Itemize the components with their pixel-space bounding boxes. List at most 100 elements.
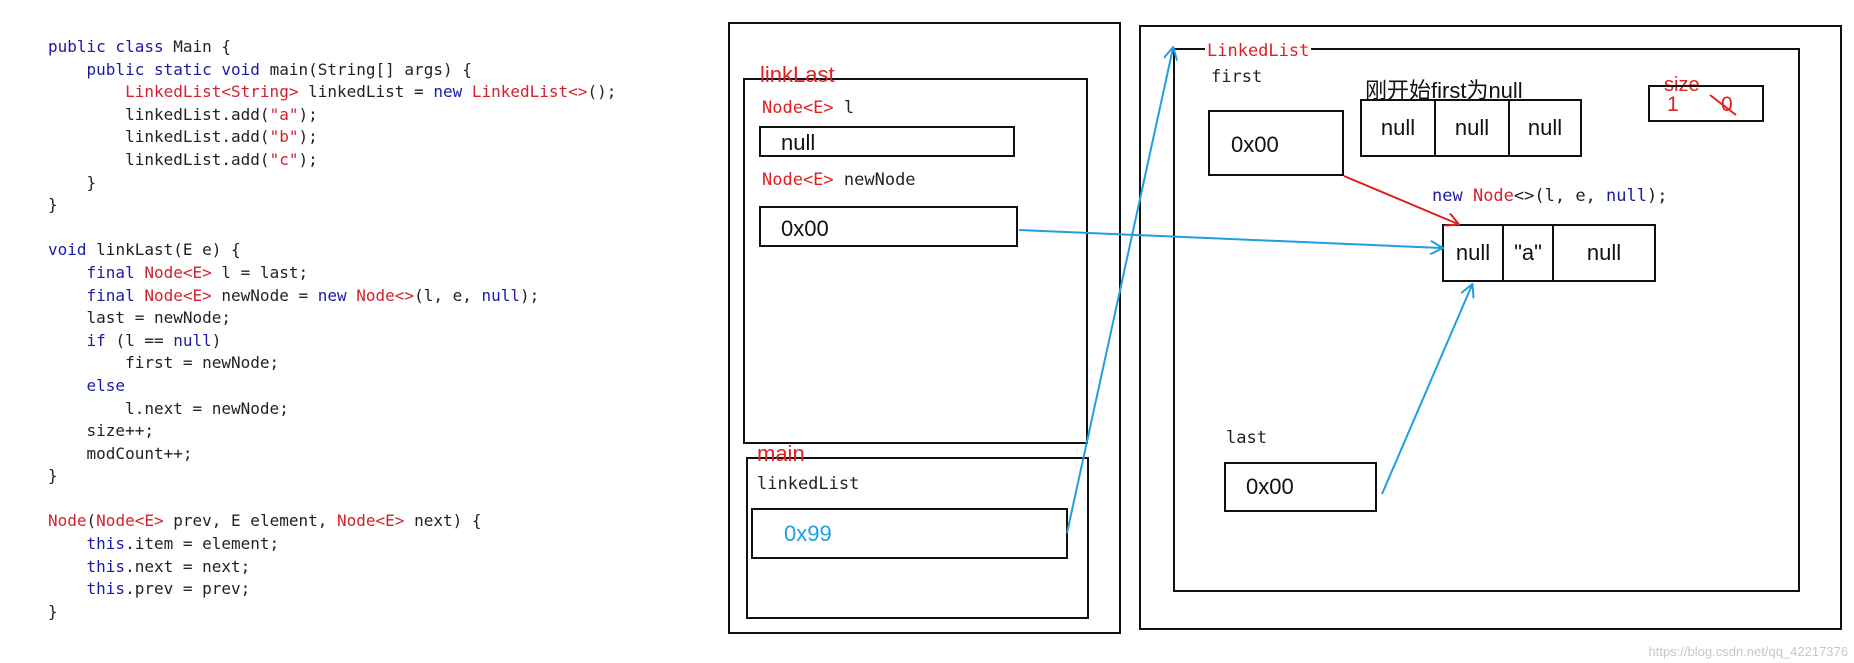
- main-var-value: 0x99: [784, 521, 832, 546]
- expr-token: );: [1646, 186, 1668, 206]
- arrow-main-to-linkedlist: [1066, 48, 1173, 534]
- node-cell: null: [1455, 240, 1491, 265]
- code-line: l.next = newNode;: [48, 398, 616, 421]
- newnode-var-box: 0x00: [759, 206, 1018, 247]
- code-token: Node<E>: [96, 511, 164, 531]
- last-value: 0x00: [1246, 474, 1294, 499]
- code-token: );: [298, 104, 318, 124]
- code-line: void linkLast(E e) {: [48, 239, 616, 262]
- new-node-expr: new Node<>(l, e, null);: [1432, 186, 1667, 206]
- code-line: size++;: [48, 420, 616, 443]
- expr-token: new: [1432, 186, 1473, 206]
- code-token: linkLast(E e) {: [96, 240, 241, 260]
- code-token: );: [298, 127, 318, 147]
- code-token: .next = next;: [125, 556, 251, 576]
- code-token: null: [481, 285, 521, 305]
- expr-token: <>(l, e,: [1513, 186, 1607, 206]
- linklast-frame: [743, 78, 1088, 444]
- expr-token: null: [1606, 186, 1647, 206]
- code-token: linkedList =: [298, 82, 434, 102]
- code-line: final Node<E> l = last;: [48, 262, 616, 285]
- strikethrough-mark: [1709, 94, 1737, 116]
- l-var-box: null: [759, 126, 1015, 157]
- newnode-var-name: newNode: [833, 170, 916, 190]
- code-token: }: [48, 466, 58, 486]
- code-line: public class Main {: [48, 36, 616, 59]
- code-token: null: [173, 330, 212, 350]
- code-line: modCount++;: [48, 443, 616, 466]
- last-box: 0x00: [1224, 462, 1377, 512]
- code-token: size++;: [48, 421, 154, 441]
- linkedlist-object-title: LinkedList: [1205, 41, 1312, 61]
- node-cell: null: [1552, 226, 1654, 280]
- code-token: this: [48, 534, 126, 554]
- code-line: linkedList.add("a");: [48, 104, 616, 127]
- first-label: first: [1211, 67, 1263, 87]
- expr-token: Node: [1472, 186, 1514, 206]
- code-token: l.next = newNode;: [48, 398, 289, 418]
- code-token: public static void: [48, 59, 270, 79]
- code-token: "a": [269, 104, 299, 124]
- l-var-value: null: [781, 130, 816, 155]
- code-token: "c": [269, 149, 299, 169]
- code-token: }: [48, 601, 58, 621]
- code-token: modCount++;: [48, 443, 193, 463]
- code-token: LinkedList<String>: [125, 82, 299, 102]
- code-line: linkedList.add("c");: [48, 149, 616, 172]
- main-frame-title: main: [757, 441, 805, 466]
- code-token: newNode =: [211, 285, 318, 305]
- code-line: final Node<E> newNode = new Node<>(l, e,…: [48, 285, 616, 308]
- code-token: final: [48, 285, 145, 305]
- code-line: last = newNode;: [48, 307, 616, 330]
- code-token: Node<E>: [337, 511, 405, 531]
- code-line: this.prev = prev;: [48, 578, 616, 601]
- newnode-var-label: Node<E> newNode: [762, 170, 916, 190]
- node-cell: "a": [1502, 226, 1552, 280]
- array-cell: null: [1434, 101, 1508, 155]
- code-line: }: [48, 465, 616, 488]
- code-token: Main {: [173, 37, 232, 56]
- last-label: last: [1226, 428, 1267, 448]
- code-token: Node<E>: [144, 285, 212, 305]
- heap-area: [1139, 25, 1842, 630]
- size-old-value: 0: [1721, 93, 1733, 116]
- main-var-box: 0x99: [751, 508, 1068, 559]
- code-token: new: [317, 285, 357, 305]
- main-var-label: linkedList: [757, 474, 860, 494]
- code-token: first = newNode;: [48, 353, 280, 373]
- newnode-var-type: Node<E>: [762, 170, 834, 190]
- arrow-last-to-node: [1381, 285, 1472, 495]
- main-frame: [746, 457, 1089, 619]
- l-var-type: Node<E>: [762, 98, 834, 118]
- code-line: }: [48, 194, 616, 217]
- code-token: .item = element;: [125, 534, 280, 554]
- code-token: this: [48, 556, 126, 576]
- code-token: Node<>: [356, 285, 415, 305]
- code-token: (l, e,: [414, 285, 482, 305]
- code-token: ();: [587, 82, 617, 102]
- l-var-label: Node<E> l: [762, 98, 854, 118]
- array-note: 刚开始first为null: [1365, 78, 1523, 103]
- code-token: if: [48, 330, 116, 350]
- code-line: first = newNode;: [48, 352, 616, 375]
- code-line: public static void main(String[] args) {: [48, 59, 616, 82]
- code-line: this.next = next;: [48, 556, 616, 579]
- code-line: if (l == null): [48, 330, 616, 353]
- l-var-name: l: [833, 98, 855, 118]
- array-cell: null: [1380, 115, 1416, 140]
- linkedlist-object: [1173, 48, 1800, 592]
- code-token: else: [48, 375, 126, 395]
- first-box: 0x00: [1208, 110, 1344, 176]
- code-line: Node(Node<E> prev, E element, Node<E> ne…: [48, 510, 616, 533]
- code-token: final: [48, 262, 145, 282]
- code-line: }: [48, 172, 616, 195]
- linklast-frame-title: linkLast: [760, 62, 835, 87]
- code-token: (: [86, 511, 97, 531]
- code-token: }: [48, 172, 97, 192]
- arrow-first-to-node: [1343, 175, 1458, 224]
- newnode-var-value: 0x00: [781, 216, 829, 241]
- code-token: linkedList.add(: [48, 149, 270, 169]
- code-line: }: [48, 601, 616, 624]
